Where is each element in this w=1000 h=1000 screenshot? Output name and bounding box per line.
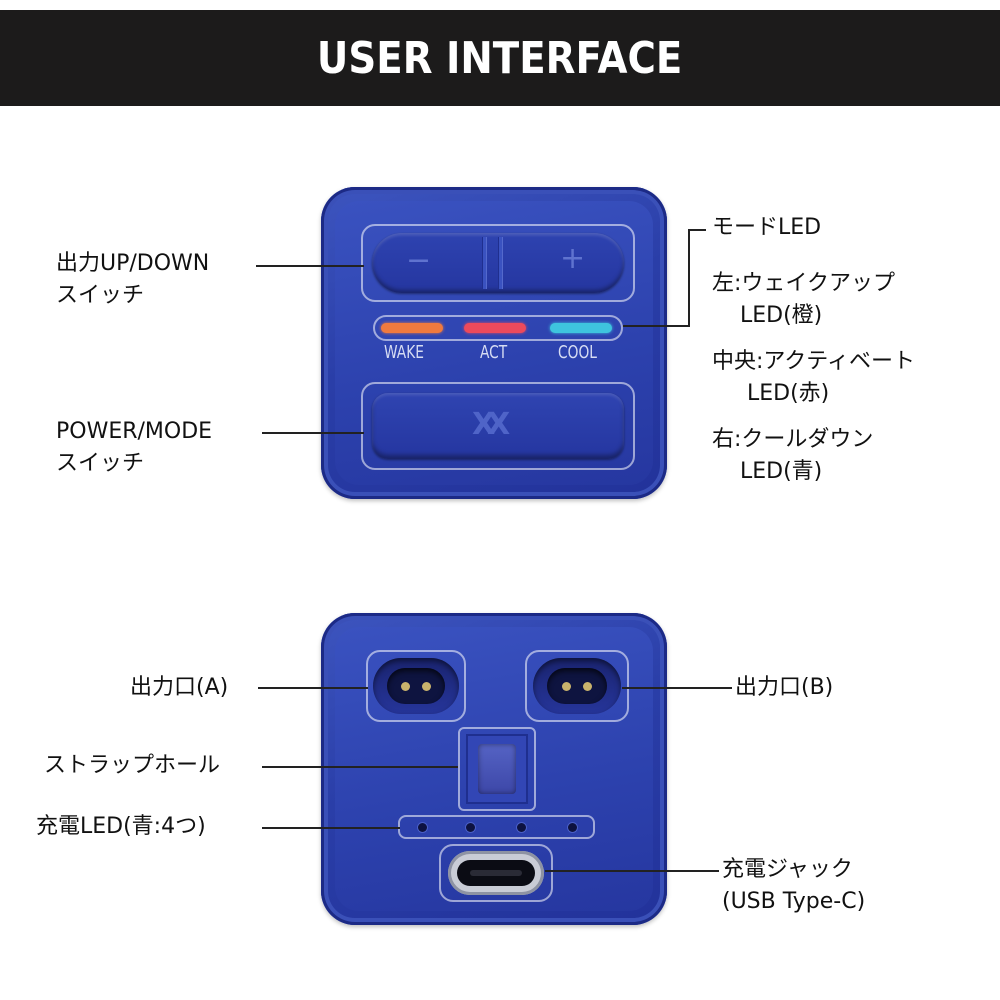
charge-led-1 (418, 823, 427, 832)
outlet-a-outline (366, 650, 466, 722)
page-title: USER INTERFACE (317, 32, 683, 84)
cool-led-label: COOL (558, 342, 597, 363)
outlet-b-leader-line (622, 687, 732, 689)
act-led-label: ACT (480, 342, 508, 363)
power-mode-switch-label: POWER/MODE スイッチ (56, 419, 213, 476)
up-down-switch-outline (361, 224, 635, 302)
charge-led-2 (466, 823, 475, 832)
charge-led-3 (517, 823, 526, 832)
usb-c-port[interactable] (448, 851, 544, 895)
up-down-leader-line (256, 265, 364, 267)
power-mode-leader-line (262, 432, 364, 434)
power-mode-switch-outline (361, 382, 635, 470)
outlet-b-outline (525, 650, 629, 722)
minus-icon: − (406, 243, 432, 278)
wake-led-label: WAKE (384, 342, 424, 363)
outlet-b[interactable] (533, 658, 621, 714)
charge-jack-leader-line (545, 870, 719, 872)
charge-led-leader-line (262, 827, 400, 829)
act-led (464, 323, 526, 333)
charge-jack-label: 充電ジャック (USB Type-C) (722, 857, 866, 914)
outlet-b-pin (583, 682, 592, 691)
device-bottom-panel (321, 613, 667, 925)
mode-led-title: モードLED (712, 215, 822, 240)
plus-icon: + (560, 241, 586, 276)
mode-led-center-desc: 中央:アクティベート LED(赤) (712, 349, 915, 406)
outlet-b-pin (562, 682, 571, 691)
mode-led-outline (373, 315, 623, 341)
strap-hole-leader-line (262, 766, 458, 768)
strap-hole (466, 734, 528, 804)
switch-ridge (498, 237, 503, 289)
strap-hole-outline (458, 727, 536, 811)
usb-c-outline (439, 844, 553, 902)
brand-logo-icon: XX (472, 407, 510, 442)
mode-led-right-desc: 右:クールダウン LED(青) (712, 427, 874, 484)
device-top-panel: − + WAKE ACT COOL XX (321, 187, 667, 499)
mode-led-leader-bottom (623, 325, 690, 327)
outlet-a-pin (422, 682, 431, 691)
outlet-a[interactable] (373, 658, 459, 714)
up-down-switch[interactable]: − + (372, 233, 624, 293)
strap-hole-label: ストラップホール (44, 753, 221, 778)
mode-led-leader-vline (688, 230, 690, 327)
header-banner: USER INTERFACE (0, 10, 1000, 106)
charge-led-outline (398, 815, 595, 839)
up-down-switch-label: 出力UP/DOWN スイッチ (56, 251, 210, 308)
outlet-a-leader-line (258, 687, 368, 689)
mode-led-leader-top (688, 229, 706, 231)
charge-led-4 (568, 823, 577, 832)
cool-led (550, 323, 612, 333)
outlet-a-label: 出力口(A) (130, 675, 229, 700)
outlet-a-pin (401, 682, 410, 691)
switch-ridge (482, 237, 487, 289)
wake-led (381, 323, 443, 333)
mode-led-left-desc: 左:ウェイクアップ LED(橙) (712, 271, 895, 328)
charge-led-label: 充電LED(青:4つ) (36, 814, 206, 839)
outlet-b-label: 出力口(B) (735, 675, 834, 700)
power-mode-switch[interactable]: XX (372, 393, 624, 459)
